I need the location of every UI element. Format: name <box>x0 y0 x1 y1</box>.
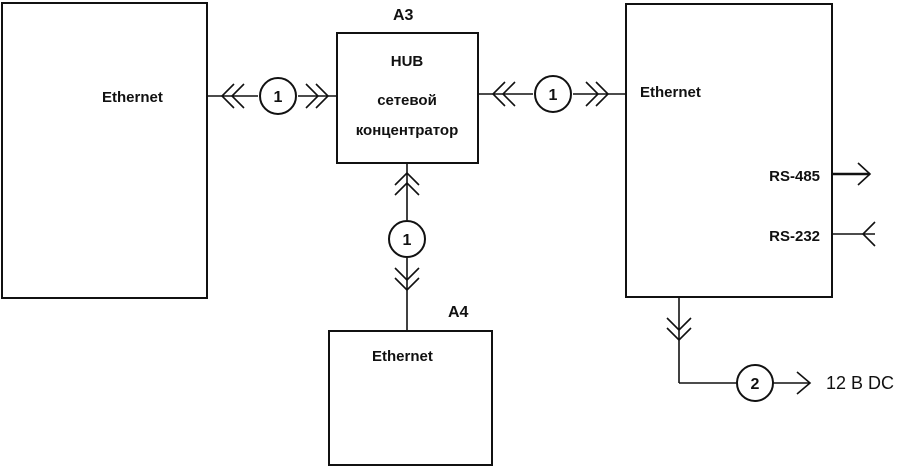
rs232-label: RS-232 <box>769 228 820 245</box>
left-ethernet-block: Ethernet <box>1 2 208 299</box>
hub-block: A3 HUB сетевой концентратор <box>336 7 479 164</box>
hub-subtitle-2: концентратор <box>356 122 458 139</box>
hub-subtitle-1: сетевой <box>377 92 437 109</box>
bottom-ethernet-block: A4 Ethernet <box>328 304 493 466</box>
rs485-label: RS-485 <box>769 168 820 185</box>
rs232-input <box>832 221 876 247</box>
link-number-left-hub: 1 <box>274 89 283 106</box>
bottom-ethernet-label: Ethernet <box>372 348 433 365</box>
right-ethernet-block: Ethernet RS-485 RS-232 <box>625 3 833 298</box>
link-number-hub-bottom: 1 <box>403 232 412 249</box>
link-marker-left-hub <box>259 77 297 115</box>
link-hub-right: 1 <box>478 75 626 113</box>
power-label: 12 В DC <box>826 373 894 393</box>
link-marker-hub-right <box>534 75 572 113</box>
link-hub-bottom: 1 <box>388 163 426 331</box>
link-left-hub: 1 <box>207 77 337 115</box>
right-ethernet-label: Ethernet <box>640 84 701 101</box>
link-marker-power <box>736 364 774 402</box>
hub-title: HUB <box>391 53 424 70</box>
link-number-power: 2 <box>751 376 760 393</box>
link-marker-hub-bottom <box>388 220 426 258</box>
rs485-output <box>832 162 872 186</box>
hub-tag: A3 <box>393 7 414 24</box>
link-number-hub-right: 1 <box>549 87 558 104</box>
bottom-tag: A4 <box>448 304 469 321</box>
link-power: 2 12 В DC <box>666 297 894 402</box>
left-ethernet-label: Ethernet <box>102 89 163 106</box>
